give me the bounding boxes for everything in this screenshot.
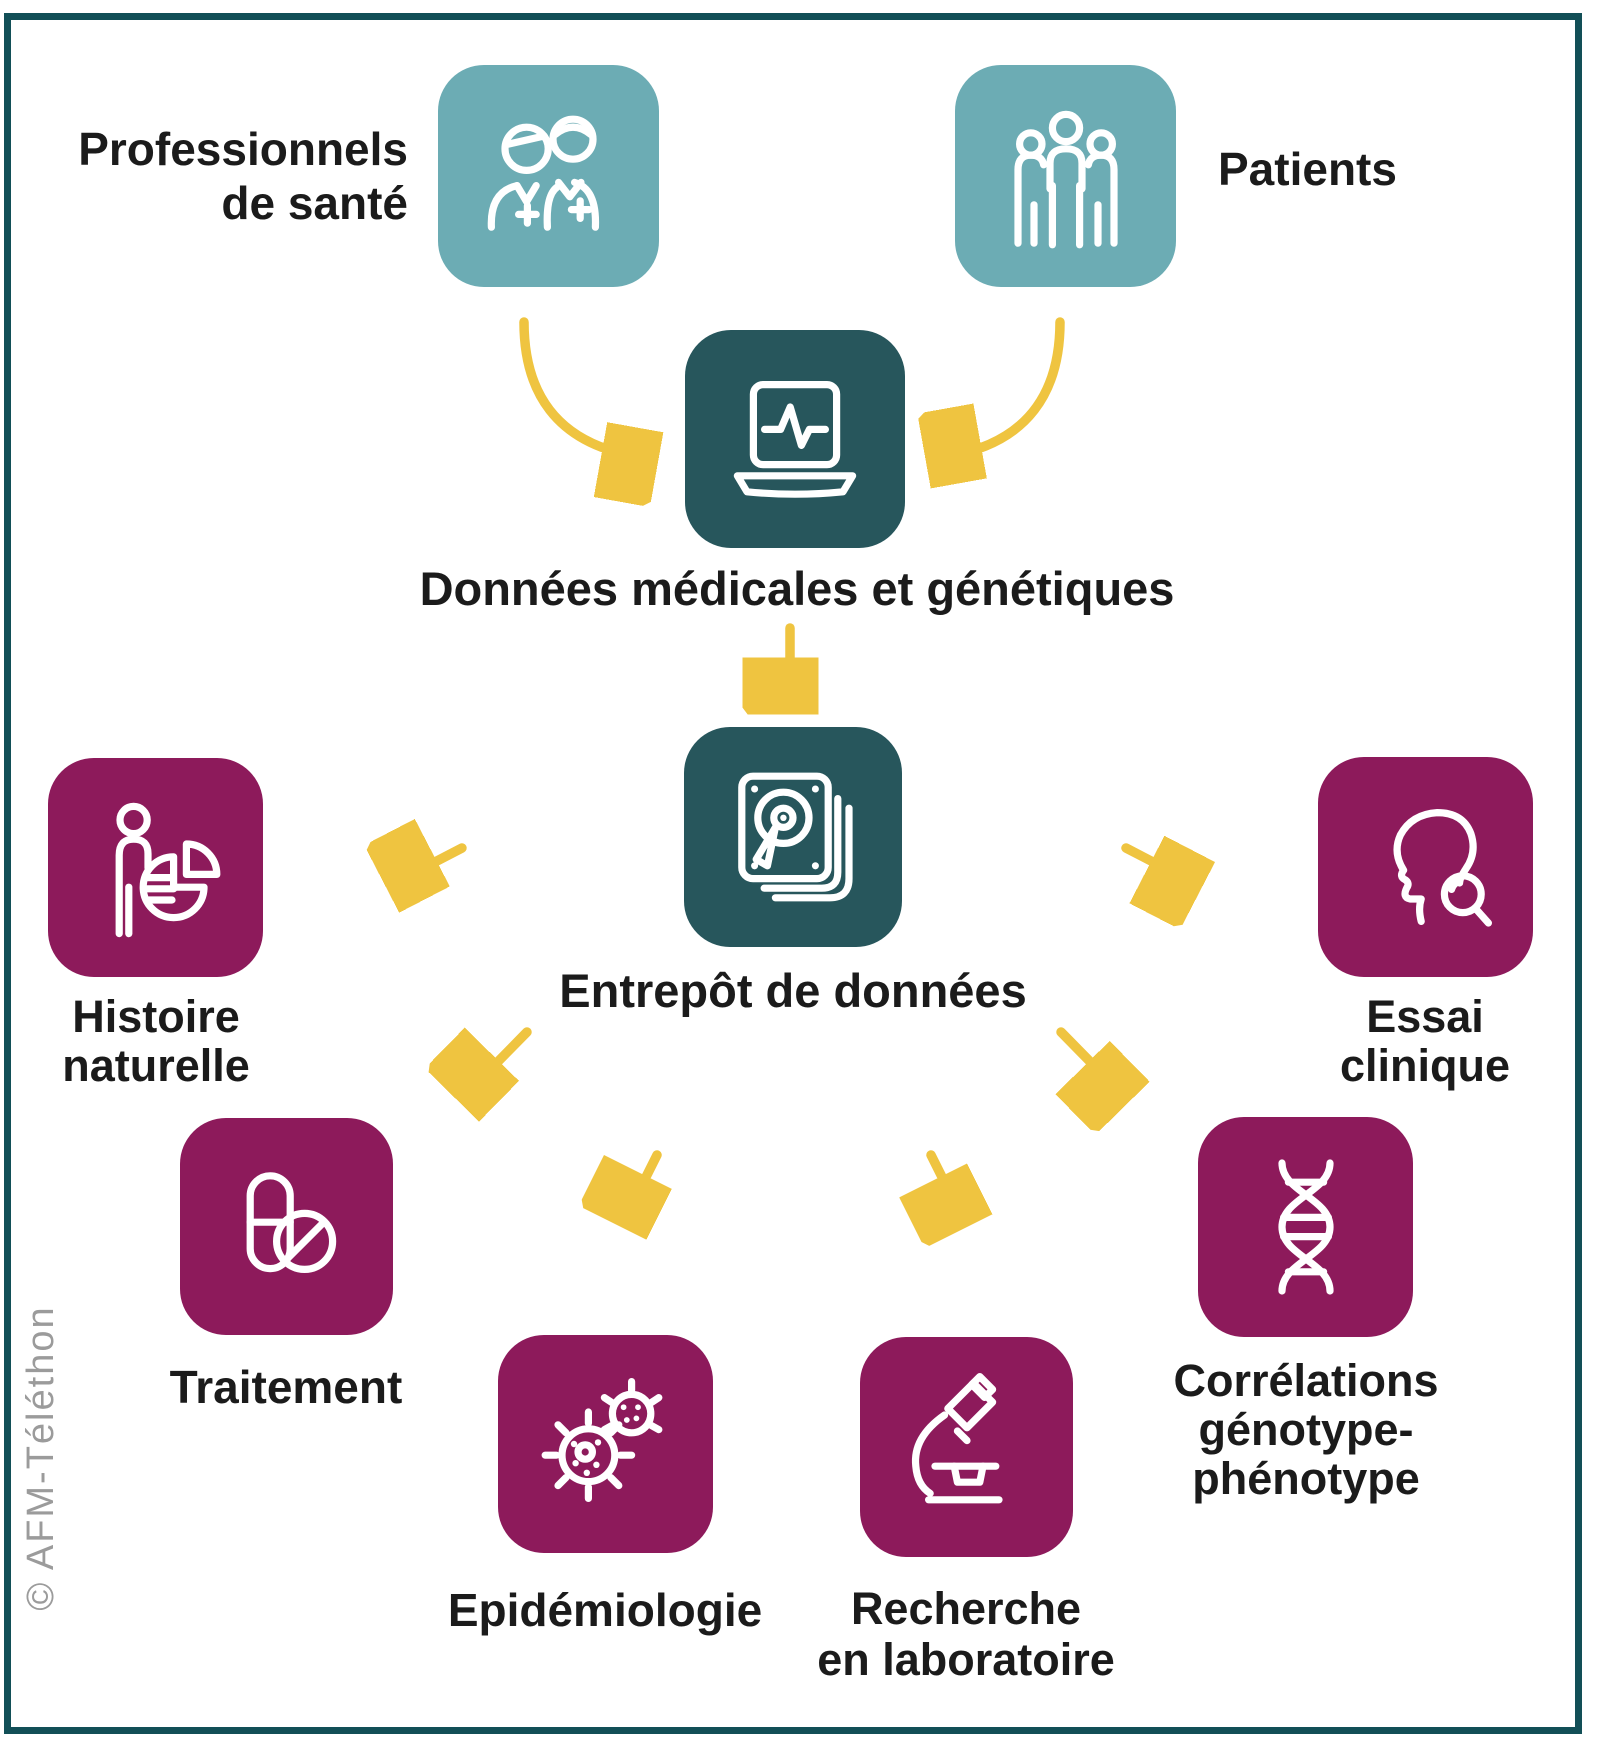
epidemiologie-label: Epidémiologie	[447, 1584, 763, 1636]
correlations-label: Corrélations génotype- phénotype	[1173, 1355, 1439, 1504]
traitement-label: Traitement	[169, 1361, 403, 1413]
head-magnifier-icon	[1393, 809, 1492, 927]
entrepot-label: Entrepôt de données	[559, 964, 1027, 1017]
pills-icon	[246, 1171, 336, 1273]
patients-group-icon	[1013, 110, 1118, 249]
virus-icon	[541, 1378, 662, 1502]
entrepot-tile	[684, 727, 902, 947]
histoire-tile	[48, 758, 263, 977]
histoire-label: Histoire naturelle	[62, 991, 250, 1091]
hard-drive-stack-icon	[738, 772, 853, 902]
healthcare-professionals-icon	[487, 115, 599, 231]
donnees-label: Données médicales et génétiques	[419, 562, 1175, 615]
laptop-pulse-icon	[733, 381, 857, 498]
epidemiologie-tile	[498, 1335, 713, 1553]
professionnels-label: Professionnels de santé	[78, 123, 408, 229]
recherche-label: Recherche en laboratoire	[817, 1583, 1115, 1685]
dna-helix-icon	[1277, 1159, 1334, 1295]
microscope-icon	[911, 1373, 1003, 1504]
correlations-tile	[1198, 1117, 1413, 1337]
copyright-text: © AFM-Téléthon	[20, 1305, 62, 1611]
essai-tile	[1318, 757, 1533, 977]
person-piechart-icon	[115, 802, 220, 937]
professionnels-tile	[438, 65, 659, 287]
patients-tile	[955, 65, 1176, 287]
essai-label: Essai clinique	[1339, 991, 1511, 1091]
donnees-tile	[685, 330, 905, 548]
recherche-tile	[860, 1337, 1073, 1557]
traitement-tile	[180, 1118, 393, 1335]
border-frame	[4, 13, 1582, 1734]
patients-label: Patients	[1218, 143, 1397, 195]
